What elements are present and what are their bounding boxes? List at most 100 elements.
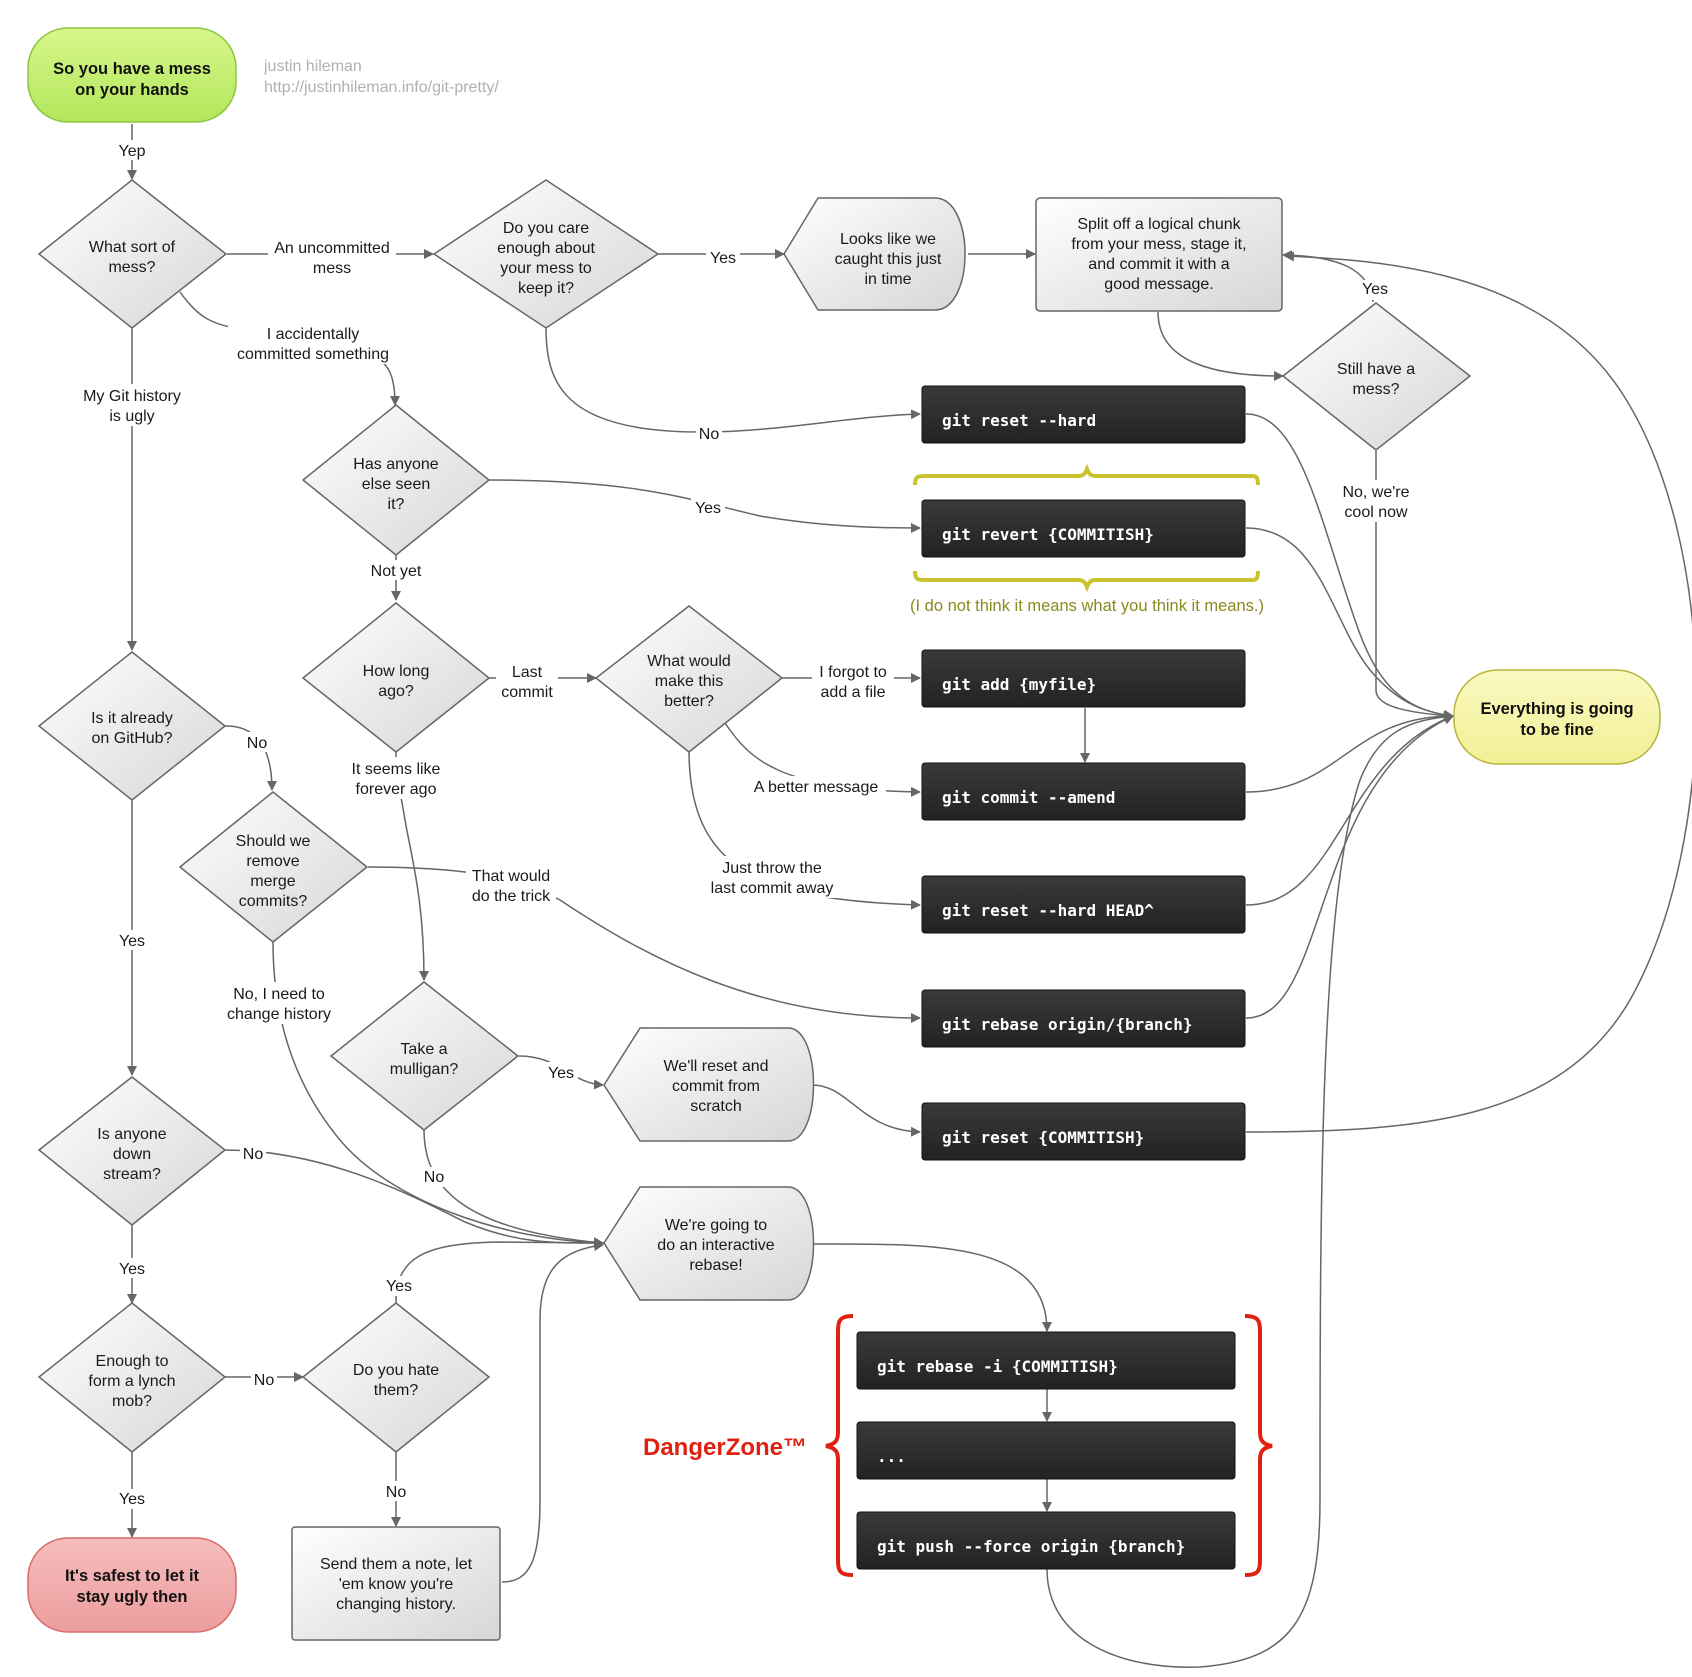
rebase-line-1: We're going to	[665, 1217, 767, 1234]
edge-revert-to-fine	[1245, 527, 1454, 720]
label-trick-2: do the trick	[472, 888, 551, 905]
github-line-1: Is it already	[91, 710, 173, 727]
still-line-2: mess?	[1352, 381, 1399, 398]
decision-lynch-mob: Enough to form a lynch mob?	[37, 1302, 227, 1453]
label-accidentally: I accidentally committed something	[228, 322, 398, 364]
node-split-off: Split off a logical chunk from your mess…	[1035, 197, 1283, 312]
label-seen-yes-text: Yes	[695, 500, 721, 517]
decision-already-github: Is it already on GitHub?	[37, 651, 227, 801]
label-forever-1: It seems like	[352, 761, 441, 778]
scratch-line-3: scratch	[690, 1098, 742, 1115]
node-send-note: Send them a note, let 'em know you're ch…	[291, 1526, 501, 1641]
terminal-safest: It's safest to let it stay ugly then	[27, 1537, 237, 1633]
start-node: So you have a mess on your hands	[27, 27, 237, 123]
split-line-2: from your mess, stage it,	[1071, 236, 1246, 253]
label-lynch-no: No	[251, 1370, 277, 1390]
edge-reset-head-to-fine	[1245, 714, 1454, 906]
split-line-4: good message.	[1104, 276, 1213, 293]
decision-has-anyone-seen: Has anyone else seen it?	[301, 404, 491, 556]
downstream-line-2: down	[113, 1146, 151, 1163]
label-not-yet-text: Not yet	[371, 563, 422, 580]
what-would-line-2: make this	[655, 673, 723, 690]
label-mulligan-yes: Yes	[544, 1062, 578, 1082]
label-hate-no-text: No	[386, 1484, 407, 1501]
cmd-rebase-i: git rebase -i {COMMITISH}	[856, 1331, 1236, 1390]
danger-braces	[825, 1314, 1273, 1577]
label-github-no-text: No	[247, 735, 268, 752]
danger-left-brace	[825, 1314, 854, 1577]
label-lynch-yes-text: Yes	[119, 1491, 145, 1508]
label-better-msg-text: A better message	[754, 779, 879, 796]
node-reset-scratch: We'll reset and commit from scratch	[603, 1027, 815, 1142]
cmd-ellipsis: ...	[856, 1421, 1236, 1480]
edge-amend-to-fine	[1245, 711, 1454, 793]
start-line-2: on your hands	[75, 81, 189, 99]
lynch-line-3: mob?	[112, 1393, 152, 1410]
cmd-rebase-i-text: git rebase -i {COMMITISH}	[877, 1357, 1118, 1376]
split-line-1: Split off a logical chunk	[1077, 216, 1241, 233]
fine-line-1: Everything is going	[1480, 700, 1633, 718]
label-hate-yes-text: Yes	[386, 1278, 412, 1295]
label-uncommitted-2: mess	[313, 260, 351, 277]
cmd-push-force-text: git push --force origin {branch}	[877, 1537, 1185, 1556]
split-line-3: and commit it with a	[1088, 256, 1229, 273]
label-mulligan-yes-text: Yes	[548, 1065, 574, 1082]
edge-hate-yes	[395, 1241, 604, 1304]
node-interactive-rebase: We're going to do an interactive rebase!	[603, 1186, 815, 1301]
label-forgot-2: add a file	[821, 684, 886, 701]
credit-author: justin hileman	[263, 58, 362, 75]
label-ugly-2: is ugly	[109, 408, 154, 425]
edge-trick	[367, 866, 921, 1023]
label-downstream-no-text: No	[243, 1146, 264, 1163]
how-long-line-2: ago?	[378, 683, 414, 700]
label-change-history-2: change history	[227, 1006, 331, 1023]
github-line-2: on GitHub?	[92, 730, 173, 747]
cmd-push-force: git push --force origin {branch}	[856, 1511, 1236, 1570]
cmd-add-text: git add {myfile}	[942, 675, 1096, 694]
rebase-line-3: rebase!	[689, 1257, 742, 1274]
care-line-2: enough about	[497, 240, 595, 257]
label-accidentally-1: I accidentally	[267, 326, 360, 343]
care-line-3: your mess to	[500, 260, 592, 277]
note-line-2: 'em know you're	[339, 1576, 454, 1593]
label-last-commit-2: commit	[501, 684, 553, 701]
edge-care-no	[545, 326, 921, 433]
decision-care-enough: Do you care enough about your mess to ke…	[432, 179, 660, 329]
hate-line-2: them?	[374, 1382, 419, 1399]
cmd-ellipsis-text: ...	[877, 1447, 906, 1466]
edge-downstream-no	[223, 1149, 604, 1249]
label-mulligan-no-text: No	[424, 1169, 445, 1186]
edge-reset-commitish-to-split	[1245, 251, 1692, 1133]
label-trick: That would do the trick	[466, 864, 556, 906]
hate-line-1: Do you hate	[353, 1362, 439, 1379]
cmd-reset-head: git reset --hard HEAD^	[921, 875, 1246, 934]
decision-remove-merge: Should we remove merge commits?	[178, 791, 369, 943]
cmd-amend: git commit --amend	[921, 762, 1246, 821]
start-line-1: So you have a mess	[53, 60, 211, 78]
decision-anyone-downstream: Is anyone down stream?	[37, 1076, 227, 1226]
label-accidentally-2: committed something	[237, 346, 389, 363]
terminal-fine: Everything is going to be fine	[1453, 669, 1661, 765]
label-yep-text: Yep	[119, 143, 146, 160]
downstream-line-3: stream?	[103, 1166, 161, 1183]
label-trick-1: That would	[472, 868, 550, 885]
what-would-line-3: better?	[664, 693, 714, 710]
cmd-reset-commitish-text: git reset {COMMITISH}	[942, 1128, 1144, 1147]
note-line-1: Send them a note, let	[320, 1556, 473, 1573]
seen-line-3: it?	[388, 496, 405, 513]
label-downstream-yes-text: Yes	[119, 1261, 145, 1278]
cmd-revert-text: git revert {COMMITISH}	[942, 525, 1154, 544]
edge-rebase-origin-to-fine	[1245, 715, 1454, 1019]
danger-zone-label: DangerZone™	[643, 1434, 807, 1461]
downstream-line-1: Is anyone	[97, 1126, 166, 1143]
label-not-yet: Not yet	[366, 560, 426, 580]
credit-url[interactable]: http://justinhileman.info/git-pretty/	[264, 79, 499, 96]
label-lynch-yes: Yes	[115, 1489, 149, 1509]
label-downstream-yes: Yes	[115, 1258, 149, 1278]
decision-what-sort: What sort of mess?	[37, 179, 228, 329]
